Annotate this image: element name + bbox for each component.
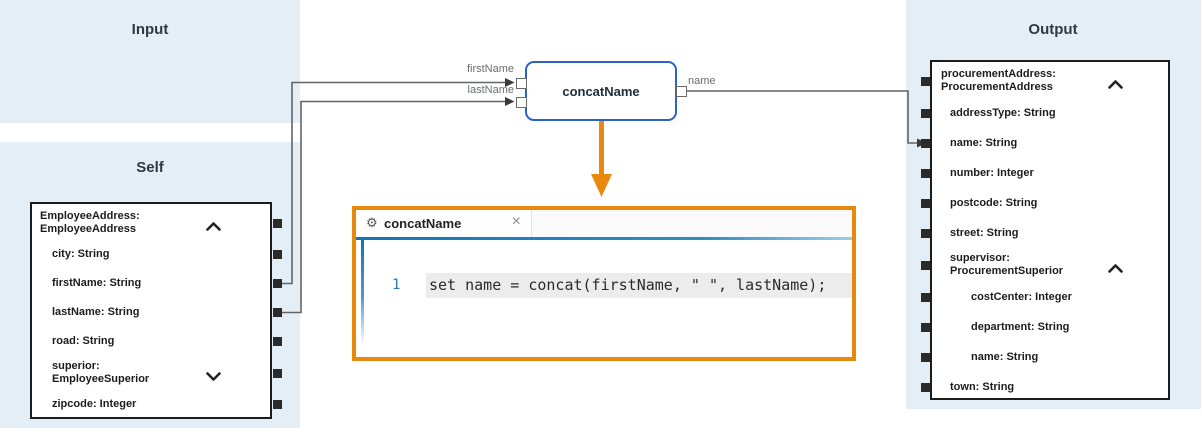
chevron-up-icon[interactable]: [1108, 260, 1123, 278]
output-section-title: Output: [1028, 21, 1078, 38]
connection-port[interactable]: [921, 260, 930, 270]
port-label-name: name: [688, 75, 716, 87]
chevron-up-icon[interactable]: [206, 218, 221, 236]
tree-item-citystring[interactable]: city: String: [32, 240, 282, 269]
connection-port[interactable]: [921, 352, 930, 362]
tree-item-superior[interactable]: superior:EmployeeSuperior: [32, 356, 282, 390]
tree-item-label: lastName: String: [52, 306, 140, 318]
connection-port[interactable]: [921, 228, 930, 238]
tree-item-addresstypestring[interactable]: addressType: String: [921, 98, 1168, 128]
input-section-panel: [0, 0, 300, 123]
editor-tab-concatname[interactable]: ⚙ concatName ×: [356, 210, 532, 237]
tree-item-label: name: String: [950, 136, 1018, 149]
tree-item-label: postcode: String: [950, 196, 1038, 209]
tree-item-label: name: String: [971, 350, 1039, 363]
tree-item-departmentstring[interactable]: department: String: [921, 312, 1168, 342]
connection-port[interactable]: [272, 250, 282, 259]
tree-item-label: EmployeeAddress: [40, 223, 136, 235]
tree-item-zipcodeinteger[interactable]: zipcode: Integer: [32, 390, 282, 419]
chevron-up-icon[interactable]: [1108, 76, 1123, 94]
tree-item-numberinteger[interactable]: number: Integer: [921, 158, 1168, 188]
tree-item-costcenterinteger[interactable]: costCenter: Integer: [921, 282, 1168, 312]
editor-tab-bar: ⚙ concatName ×: [356, 210, 852, 237]
function-node-label: concatName: [562, 83, 640, 99]
tree-item-label: supervisor:: [950, 252, 1010, 264]
tree-item-namestring[interactable]: name: String: [921, 342, 1168, 372]
node-output-port-name[interactable]: [676, 86, 687, 97]
node-input-port-firstname[interactable]: [516, 78, 527, 89]
editor-left-accent: [361, 240, 364, 345]
tree-item-postcodestring[interactable]: postcode: String: [921, 188, 1168, 218]
connection-port[interactable]: [921, 138, 930, 148]
tree-item-roadstring[interactable]: road: String: [32, 327, 282, 356]
connection-port[interactable]: [921, 76, 930, 86]
tree-item-label: superior:: [52, 360, 100, 372]
connection-port[interactable]: [921, 168, 930, 178]
connection-port[interactable]: [272, 368, 282, 378]
tree-item-label: town: String: [950, 380, 1015, 393]
tree-item-label: number: Integer: [950, 166, 1034, 179]
port-label-firstname: firstName: [466, 63, 514, 75]
connection-port[interactable]: [272, 308, 282, 317]
port-label-lastname: lastName: [467, 84, 514, 96]
tree-item-firstnamestring[interactable]: firstName: String: [32, 269, 282, 298]
input-section-title: Input: [131, 21, 169, 38]
tree-item-townstring[interactable]: town: String: [921, 372, 1168, 402]
tree-item-label: addressType: String: [950, 106, 1056, 119]
gear-icon: ⚙: [366, 215, 378, 230]
connection-port[interactable]: [921, 322, 930, 332]
drilldown-arrow-stem: [599, 121, 604, 176]
close-icon[interactable]: ×: [511, 213, 521, 230]
tree-item-label: procurementAddress:: [941, 68, 1056, 80]
line-number: 1: [392, 277, 401, 293]
self-section-title: Self: [136, 159, 164, 176]
tree-item-label: ProcurementAddress: [941, 81, 1053, 93]
current-line-highlight: [426, 273, 852, 298]
tree-item-lastnamestring[interactable]: lastName: String: [32, 298, 282, 327]
connection-port[interactable]: [272, 400, 282, 409]
chevron-down-icon[interactable]: [206, 368, 221, 386]
connection-port[interactable]: [272, 218, 282, 228]
tree-item-employeeaddress[interactable]: EmployeeAddress:EmployeeAddress: [32, 206, 282, 240]
node-input-port-lastname[interactable]: [516, 97, 527, 108]
connection-port[interactable]: [921, 108, 930, 118]
tree-item-label: costCenter: Integer: [971, 290, 1072, 303]
tree-item-label: ProcurementSuperior: [950, 265, 1064, 277]
connection-port[interactable]: [921, 198, 930, 208]
drilldown-arrow-head: [591, 174, 612, 197]
function-node-concatname[interactable]: concatName: [525, 61, 677, 121]
tree-item-label: zipcode: Integer: [52, 398, 137, 410]
tree-item-supervisor[interactable]: supervisor:ProcurementSuperior: [921, 248, 1168, 282]
connection-port[interactable]: [921, 292, 930, 302]
tree-item-label: department: String: [971, 320, 1070, 333]
tree-item-label: road: String: [52, 335, 115, 347]
editor-tab-label: concatName: [384, 216, 462, 231]
tree-item-label: EmployeeSuperior: [52, 373, 150, 385]
tree-item-label: city: String: [52, 248, 110, 260]
tree-item-namestring[interactable]: name: String: [921, 128, 1168, 158]
tree-item-label: street: String: [950, 226, 1019, 239]
connection-port[interactable]: [272, 279, 282, 288]
connection-port[interactable]: [921, 382, 930, 392]
script-editor-panel: ⚙ concatName × 1 set name = concat(first…: [352, 206, 856, 361]
tree-item-label: firstName: String: [52, 277, 142, 289]
connection-port[interactable]: [272, 337, 282, 346]
tree-item-label: EmployeeAddress:: [40, 210, 140, 222]
self-schema-tree: EmployeeAddress:EmployeeAddress city: Str…: [30, 202, 282, 419]
output-schema-tree: procurementAddress:ProcurementAddress add…: [921, 60, 1170, 402]
code-editor-area[interactable]: 1 set name = concat(firstName, " ", last…: [364, 240, 852, 357]
active-tab-underline: [356, 237, 852, 240]
tree-item-streetstring[interactable]: street: String: [921, 218, 1168, 248]
code-line[interactable]: set name = concat(firstName, " ", lastNa…: [429, 276, 827, 294]
tree-item-procurementaddress[interactable]: procurementAddress:ProcurementAddress: [921, 64, 1168, 98]
